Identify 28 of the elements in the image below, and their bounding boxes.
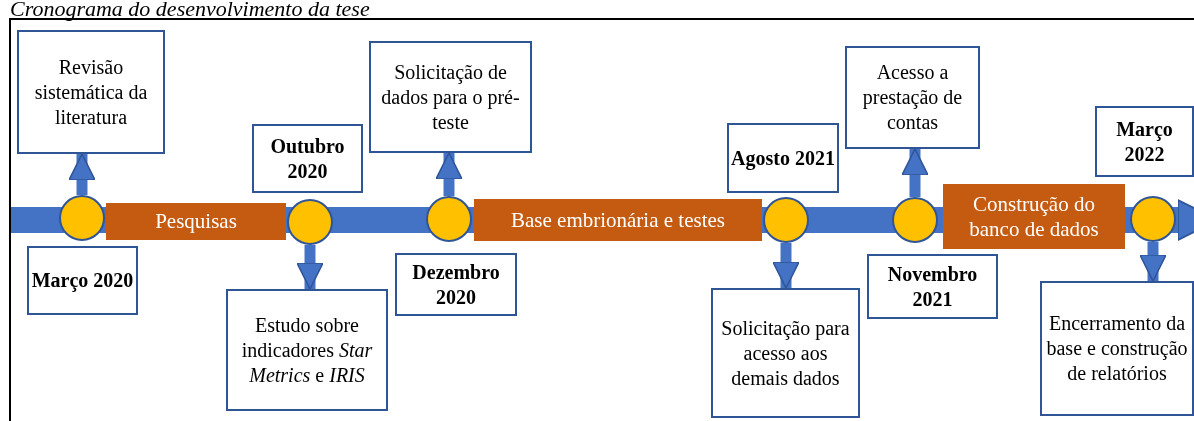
arrow [901,148,929,197]
milestone-circle [763,197,809,243]
date-box: Março 2022 [1095,106,1194,177]
phase-band: Construção do banco de dados [943,184,1125,249]
task-box: Revisão sistemática da literatura [17,30,165,154]
phase-band: Base embrionária e testes [474,199,762,241]
milestone-circle [59,195,105,241]
arrow [1139,242,1167,282]
task-box: Solicitação para acesso aos demais dados [711,288,860,418]
date-box: Março 2020 [27,246,138,315]
date-box: Outubro 2020 [252,124,363,193]
date-box: Novembro 2021 [867,254,998,319]
arrow [296,245,324,290]
milestone-circle [426,196,472,242]
task-box: Estudo sobre indicadores Star Metrics e IRIS [226,289,388,411]
arrow [68,153,96,195]
phase-band: Pesquisas [106,203,286,240]
arrow [772,243,800,289]
arrow [435,152,463,196]
date-box: Dezembro 2020 [395,253,517,316]
diagram-title: Cronograma do desenvolvimento da tese [10,0,370,22]
milestone-circle [892,197,938,243]
task-box: Solicitação de dados para o pré-teste [369,41,532,153]
milestone-circle [287,199,333,245]
date-box: Agosto 2021 [727,123,839,193]
task-box: Encerramento da base e construção de relatórios [1040,281,1194,416]
milestone-circle [1130,196,1176,242]
task-box: Acesso a prestação de contas [845,46,980,149]
